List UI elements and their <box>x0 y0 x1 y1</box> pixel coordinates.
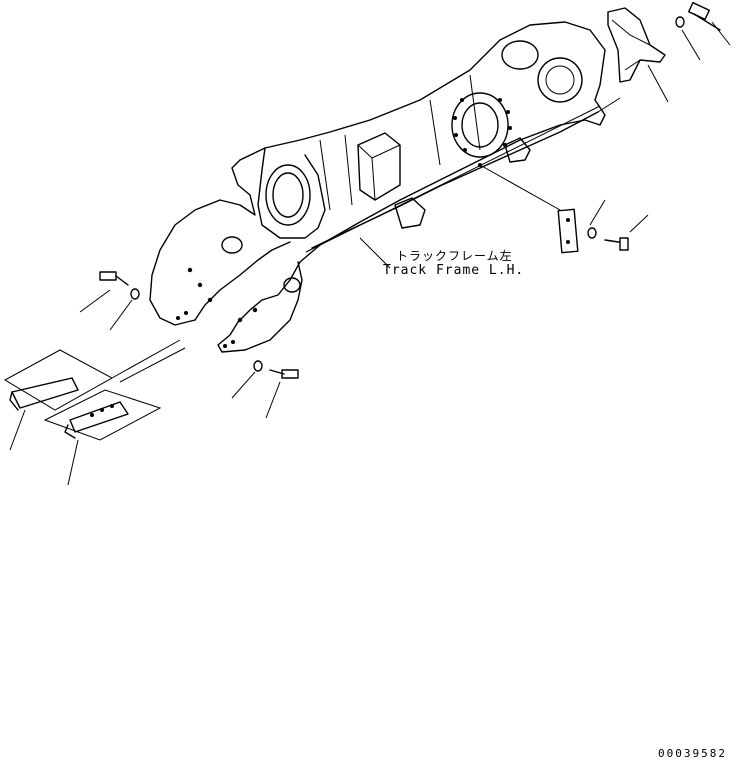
track-frame-label-en: Track Frame L.H. <box>383 263 525 278</box>
label-leader <box>359 237 391 269</box>
track-frame-body <box>149 21 606 353</box>
document-number: 00039582 <box>658 747 727 760</box>
side-plate-assembly <box>479 164 649 254</box>
track-frame-label-jp: トラックフレーム左 <box>396 249 513 263</box>
upper-bracket-assembly <box>597 1 731 113</box>
guard-plates <box>3 339 186 486</box>
left-bolts <box>79 271 299 419</box>
